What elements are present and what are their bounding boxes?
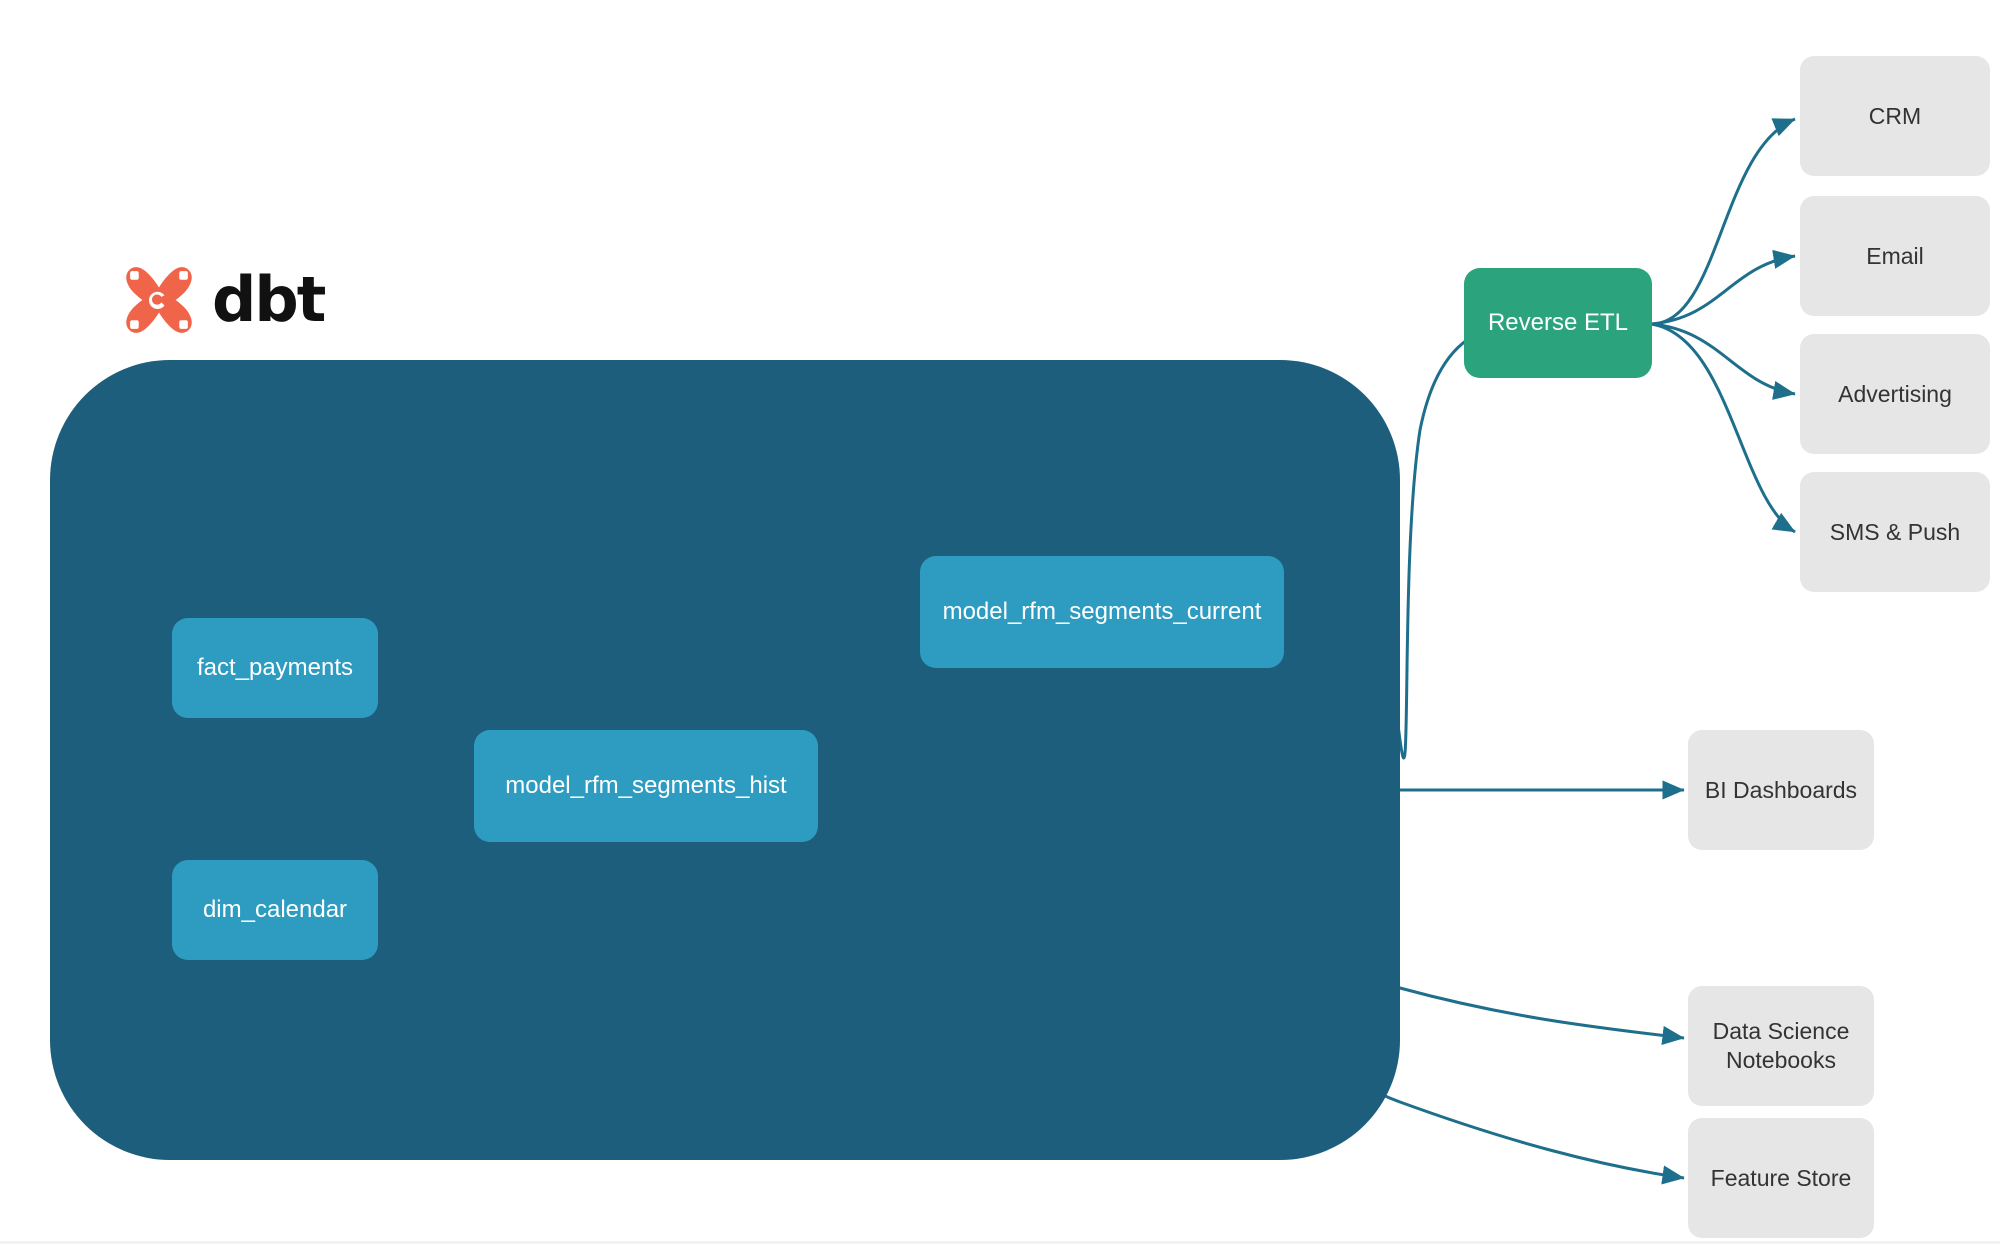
- edge-reverse-etl-to-crm: [1650, 117, 1796, 326]
- node-label: Email: [1866, 242, 1924, 269]
- node-label: fact_payments: [196, 654, 354, 681]
- dbt-logo: dbt: [120, 258, 340, 342]
- node-sms-push[interactable]: SMS & Push: [1800, 472, 1990, 592]
- node-reverse-etl[interactable]: Reverse ETL: [1464, 268, 1652, 378]
- node-dim-calendar[interactable]: dim_calendar: [172, 860, 378, 960]
- node-fact-payments[interactable]: fact_payments: [172, 618, 378, 718]
- node-label-line-1: Data Science: [1712, 1018, 1850, 1045]
- node-label: Feature Store: [1710, 1164, 1852, 1191]
- node-model-rfm-segments-current[interactable]: model_rfm_segments_current: [920, 556, 1284, 668]
- edge-reverse-etl-to-email: [1650, 249, 1796, 326]
- node-data-science-notebooks[interactable]: Data Science Notebooks: [1688, 986, 1874, 1106]
- node-label-line-2: Notebooks: [1726, 1047, 1836, 1073]
- bottom-divider: [0, 1241, 2000, 1244]
- node-label: SMS & Push: [1829, 518, 1961, 545]
- edge-reverse-etl-to-sms-push: [1650, 322, 1796, 534]
- node-feature-store[interactable]: Feature Store: [1688, 1118, 1874, 1238]
- node-label: Advertising: [1838, 380, 1952, 407]
- node-label: BI Dashboards: [1704, 776, 1858, 803]
- node-label: model_rfm_segments_current: [942, 598, 1262, 625]
- node-label: model_rfm_segments_hist: [505, 772, 787, 799]
- node-crm[interactable]: CRM: [1800, 56, 1990, 176]
- edge-reverse-etl-to-advertising: [1650, 322, 1796, 400]
- node-advertising[interactable]: Advertising: [1800, 334, 1990, 454]
- node-label: dim_calendar: [202, 896, 348, 923]
- node-label: CRM: [1868, 102, 1922, 129]
- node-email[interactable]: Email: [1800, 196, 1990, 316]
- dbt-logo-icon: [126, 267, 192, 333]
- node-model-rfm-segments-hist[interactable]: model_rfm_segments_hist: [474, 730, 818, 842]
- dbt-wordmark: dbt: [212, 263, 326, 336]
- node-bi-dashboards[interactable]: BI Dashboards: [1688, 730, 1874, 850]
- node-label: Reverse ETL: [1487, 309, 1629, 336]
